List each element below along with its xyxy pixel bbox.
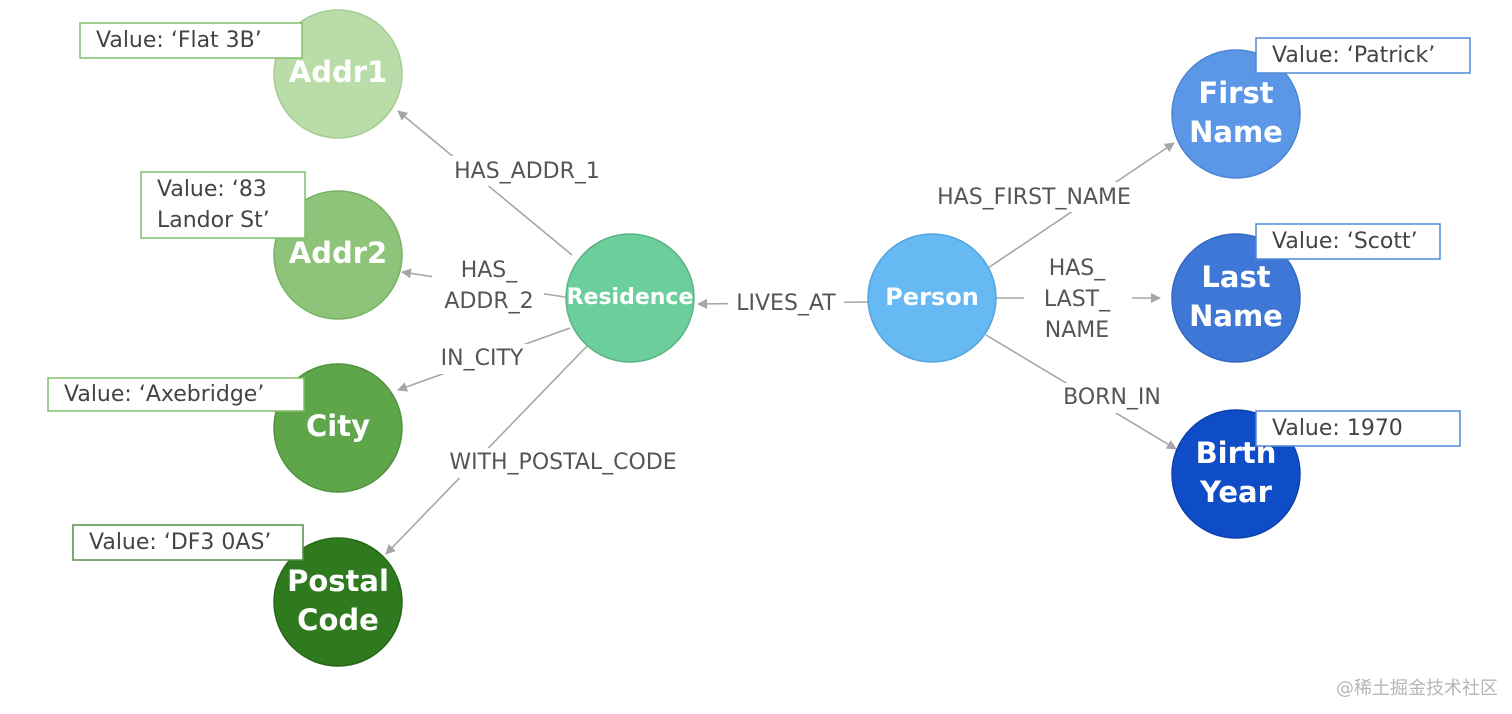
- value-last-name: Value: ‘Scott’: [1272, 229, 1418, 254]
- edge-label-born-in: BORN_IN: [1063, 385, 1161, 410]
- node-last-name: Last Name: [1171, 233, 1301, 363]
- edge-label-in-city: IN_CITY: [441, 346, 524, 371]
- node-residence-label: Residence: [567, 285, 694, 310]
- edge-label-has-last-name-line3: NAME: [1045, 318, 1109, 343]
- node-postal-code-label-2: Code: [297, 603, 379, 637]
- node-city: City: [273, 363, 403, 493]
- node-first-name: First Name: [1171, 49, 1301, 179]
- value-box-last-name: Value: ‘Scott’: [1255, 223, 1441, 260]
- edge-label-has-last-name-line1: HAS_: [1049, 256, 1107, 281]
- node-addr2-label: Addr2: [289, 236, 387, 270]
- value-postal-code: Value: ‘DF3 0AS’: [89, 530, 271, 555]
- value-box-birth-year: Value: 1970: [1255, 410, 1461, 447]
- edge-label-has-addr-1: HAS_ADDR_1: [454, 159, 600, 184]
- edge-label-has-last-name-line2: LAST_: [1044, 287, 1111, 312]
- value-box-city: Value: ‘Axebridge’: [47, 377, 305, 412]
- value-birth-year: Value: 1970: [1272, 416, 1403, 441]
- value-addr2-line2: Landor St’: [157, 208, 270, 233]
- node-city-label: City: [306, 409, 370, 443]
- value-addr1: Value: ‘Flat 3B’: [96, 28, 262, 53]
- node-person: Person: [867, 233, 997, 363]
- node-addr1-label: Addr1: [289, 55, 387, 89]
- node-addr2: Addr2: [273, 190, 403, 320]
- node-birth-year-label-2: Year: [1199, 475, 1273, 509]
- edge-label-with-postal-code: WITH_POSTAL_CODE: [449, 450, 676, 475]
- node-residence: Residence: [565, 233, 695, 363]
- value-box-addr1: Value: ‘Flat 3B’: [79, 22, 303, 59]
- node-postal-code-label-1: Postal: [287, 564, 389, 598]
- value-city: Value: ‘Axebridge’: [64, 382, 264, 407]
- node-last-name-label-1: Last: [1201, 260, 1270, 294]
- edge-label-has-first-name: HAS_FIRST_NAME: [937, 185, 1131, 210]
- node-postal-code: Postal Code: [273, 537, 403, 667]
- edge-label-has-addr-2-line2: ADDR_2: [444, 289, 533, 314]
- value-box-postal-code: Value: ‘DF3 0AS’: [72, 524, 304, 561]
- edge-label-lives-at: LIVES_AT: [736, 291, 836, 316]
- watermark: @稀土掘金技术社区: [1336, 678, 1498, 699]
- value-box-first-name: Value: ‘Patrick’: [1255, 37, 1471, 74]
- node-addr1: Addr1: [273, 9, 403, 139]
- node-last-name-label-2: Name: [1189, 299, 1283, 333]
- node-first-name-label-2: Name: [1189, 115, 1283, 149]
- value-box-addr2: Value: ‘83 Landor St’: [140, 171, 306, 239]
- value-addr2-line1: Value: ‘83: [157, 177, 267, 202]
- value-first-name: Value: ‘Patrick’: [1272, 43, 1435, 68]
- node-first-name-label-1: First: [1198, 76, 1273, 110]
- node-person-label: Person: [885, 283, 979, 311]
- edge-label-has-addr-2-line1: HAS_: [461, 258, 519, 283]
